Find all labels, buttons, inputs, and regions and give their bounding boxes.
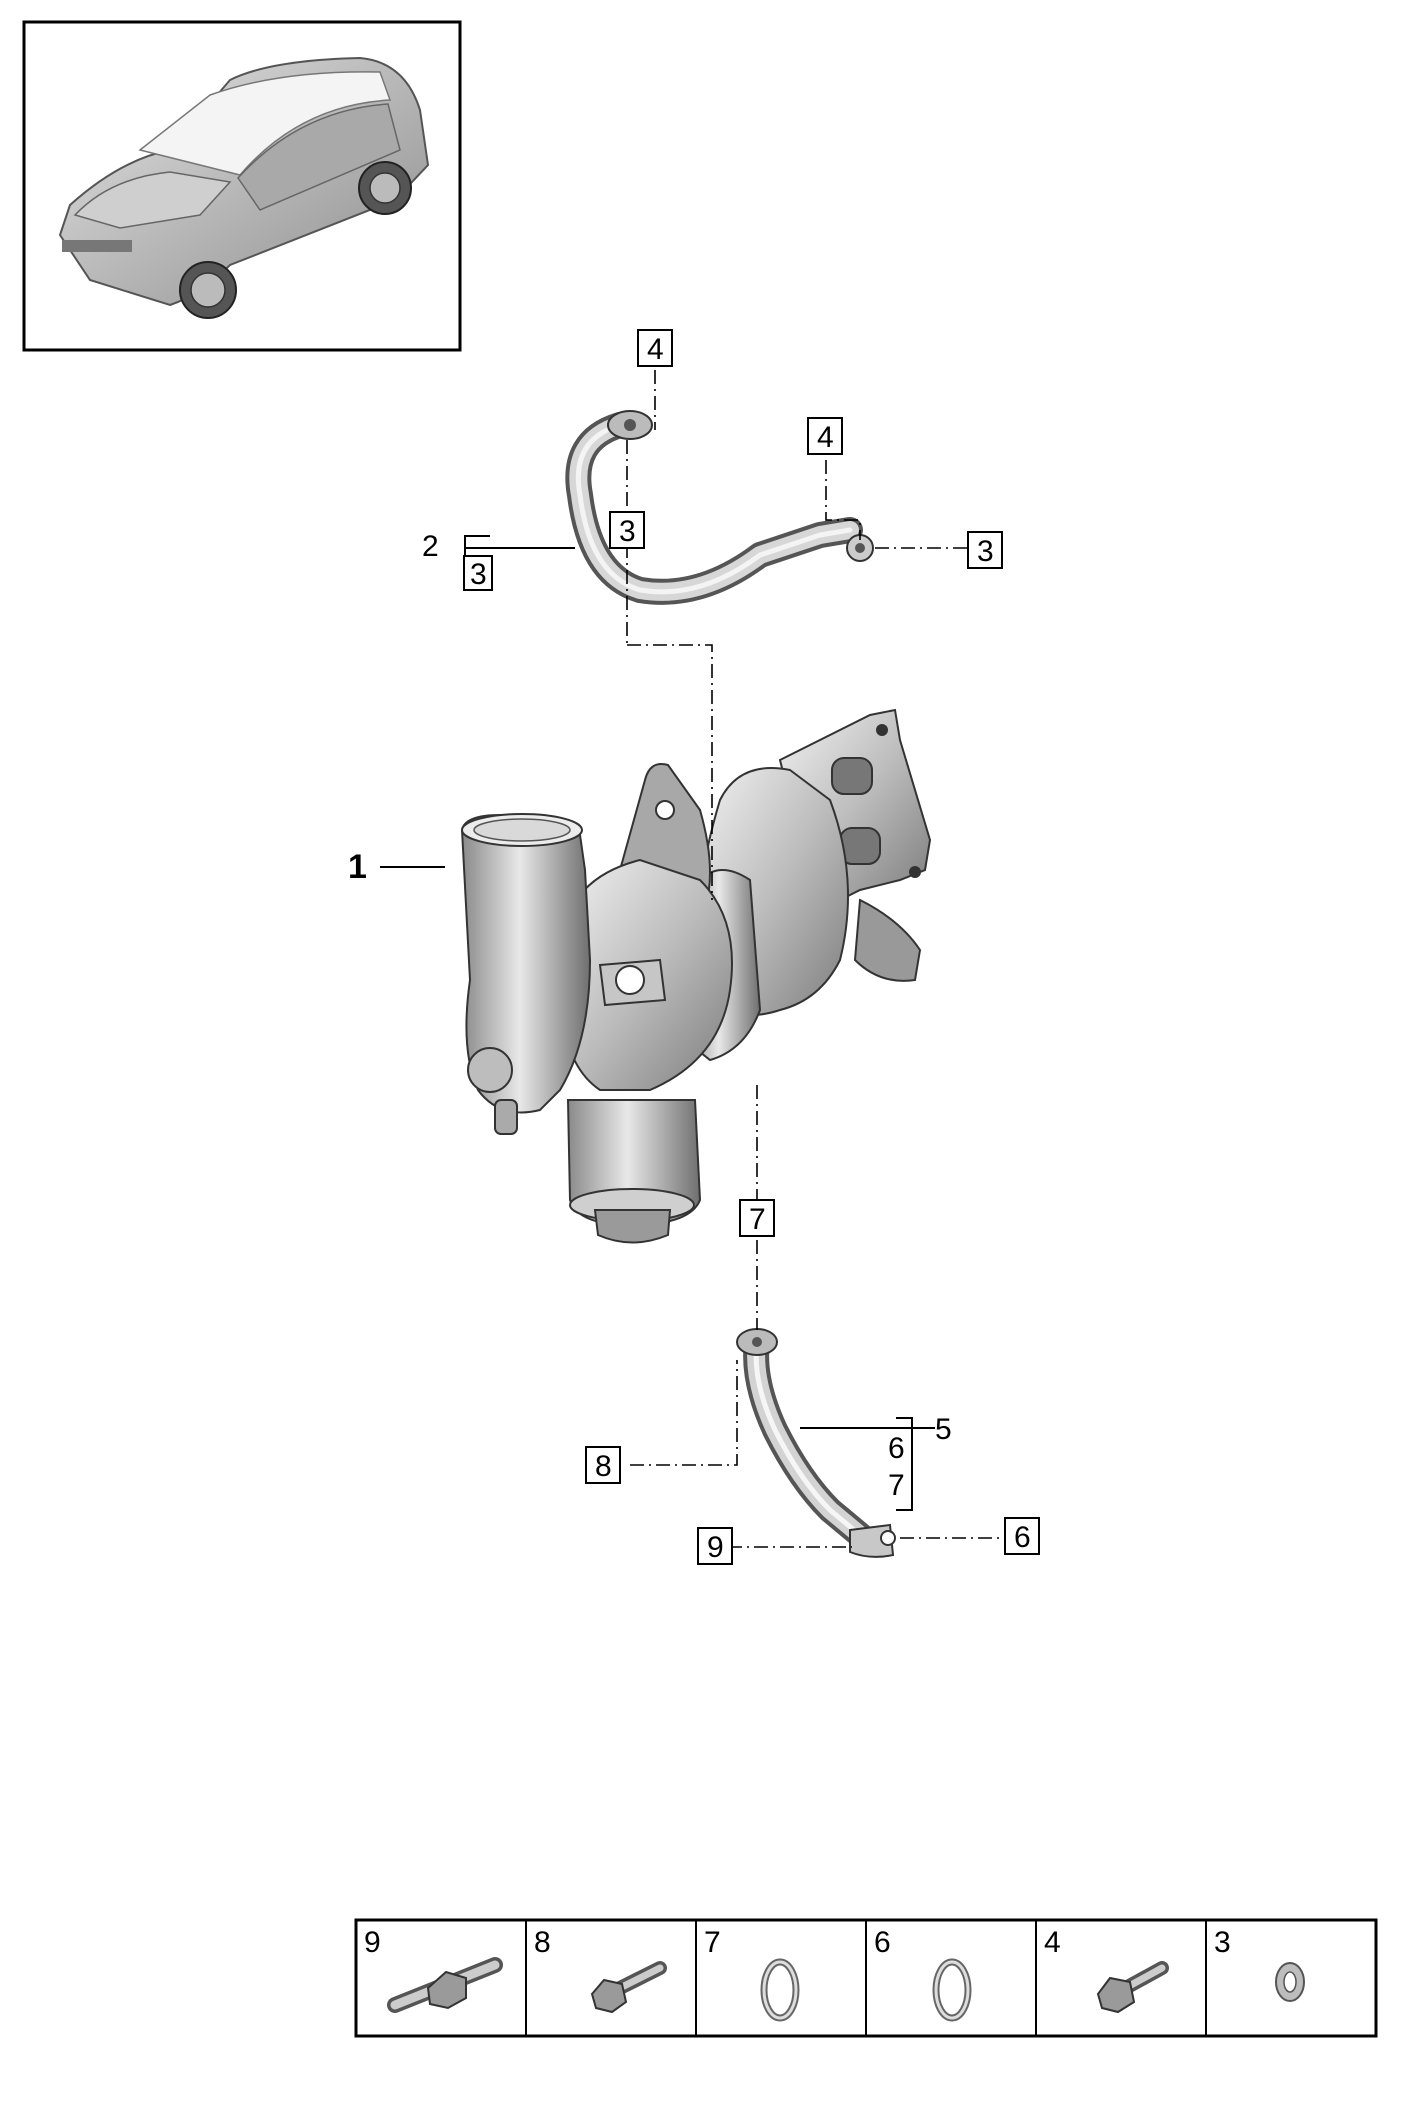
callout-box-3-right: [967, 531, 1003, 569]
callout-box-8: [585, 1446, 621, 1484]
callout-5: 5: [935, 1413, 952, 1446]
parts-legend: 9 8 7 6 4: [354, 1918, 1378, 2038]
legend-num-3: 3: [1214, 1926, 1231, 1959]
callout-4-right: 4: [817, 421, 834, 454]
turbocharger: [460, 708, 932, 1244]
legend-num-4: 4: [1044, 1926, 1061, 1959]
seal-ring-icon: [760, 1958, 800, 2022]
callout-box-3-top: [609, 511, 645, 549]
callout-7: 7: [749, 1203, 766, 1236]
bolt-icon: [1096, 1961, 1169, 2014]
callout-2: 2: [422, 530, 439, 563]
callout-9: 9: [707, 1531, 724, 1564]
oil-return-pipe: [736, 1328, 896, 1558]
legend-num-8: 8: [534, 1926, 551, 1959]
callout-box-9: [697, 1527, 733, 1565]
oil-feed-pipe: [565, 410, 874, 605]
callout-box-4-top: [637, 329, 673, 367]
legend-num-9: 9: [364, 1926, 381, 1959]
callout-8: 8: [595, 1450, 612, 1483]
callout-5-sub-b: 7: [888, 1469, 905, 1502]
car-illustration: [58, 56, 430, 319]
callout-6: 6: [1014, 1521, 1031, 1554]
callout-box-6: [1004, 1517, 1040, 1555]
leader-lines: [380, 370, 1002, 1548]
legend-num-6: 6: [874, 1926, 891, 1959]
callout-box-2-sub: [463, 555, 493, 591]
callout-4-top: 4: [647, 333, 664, 366]
callout-3-right: 3: [977, 535, 994, 568]
callouts: 1 2 3 4 3 4 3 7 5 6 7 8 9 6: [348, 329, 1040, 1565]
bolt-icon: [590, 1961, 667, 2014]
stud-icon: [387, 1957, 503, 2013]
seal-ring-icon: [932, 1958, 972, 2022]
legend-num-7: 7: [704, 1926, 721, 1959]
sealing-washer-icon: [1275, 1962, 1305, 2002]
callout-box-7: [739, 1199, 775, 1237]
callout-box-4-right: [807, 417, 843, 455]
vehicle-thumbnail: [22, 20, 462, 352]
callout-1: 1: [348, 848, 367, 886]
callout-5-sub-a: 6: [888, 1432, 905, 1465]
callout-3-top: 3: [619, 515, 636, 548]
callout-2-sub: 3: [470, 558, 487, 591]
